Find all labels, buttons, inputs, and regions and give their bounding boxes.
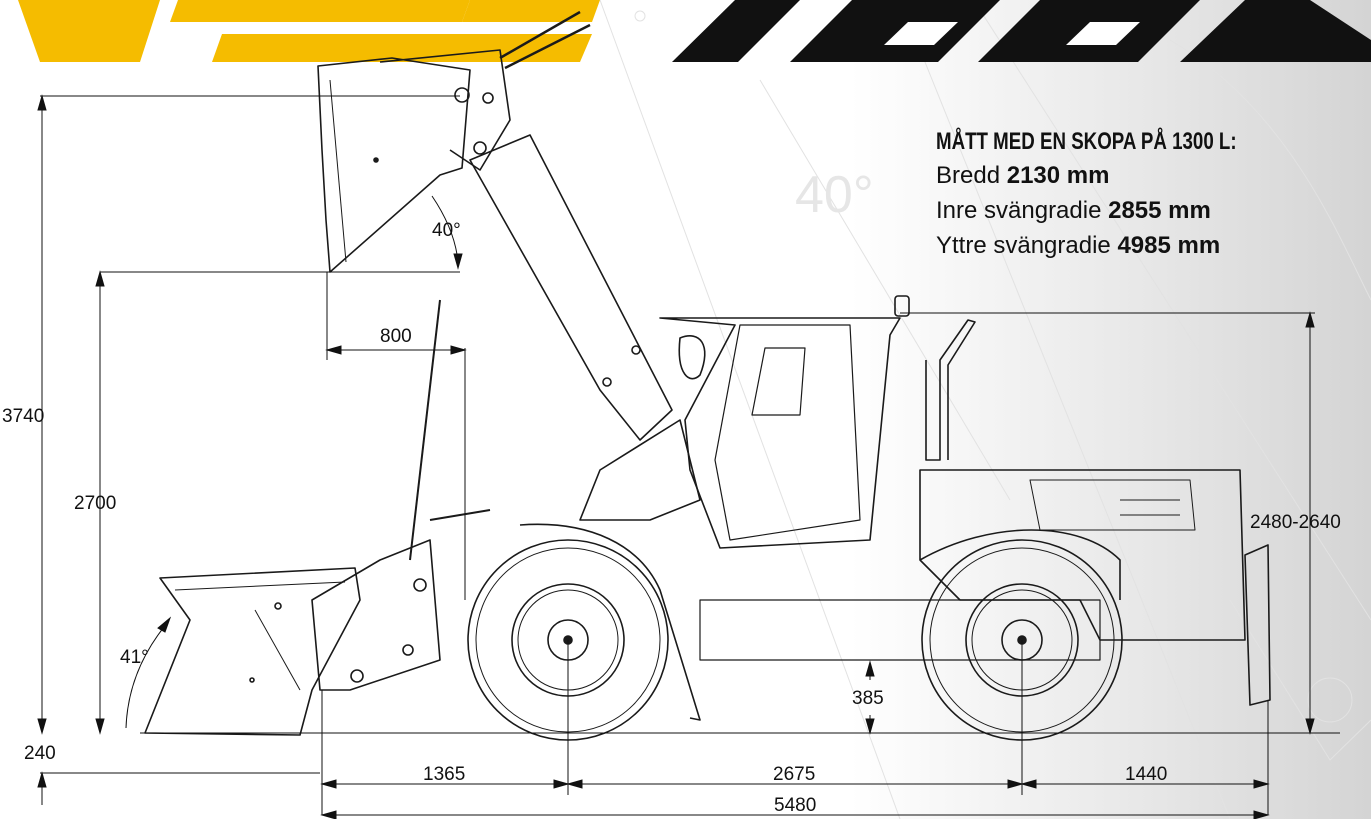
spec-width: Bredd 2130 mm (936, 158, 1321, 193)
engine-hood (919, 469, 1246, 641)
brand-logo (18, 0, 600, 62)
spec-inner-radius: Inre svängradie 2855 mm (936, 193, 1321, 228)
dimension-lines (37, 94, 1340, 819)
label-total-length: 5480 (774, 795, 816, 816)
label-dump-angle: 40° (432, 220, 461, 241)
logo-yellow-shape-4 (212, 34, 592, 62)
spec-heading: MÅTT MED EN SKOPA PÅ 1300 L: (936, 128, 1237, 155)
boom-arm (469, 134, 673, 441)
label-dump-height: 2700 (74, 493, 116, 514)
logo-yellow-shape-5 (462, 0, 600, 22)
label-dig-depth: 240 (24, 743, 56, 764)
upper-linkage (379, 49, 511, 171)
cab-window (751, 347, 806, 416)
logo-yellow-shape-1 (18, 0, 160, 62)
front-frame (579, 419, 701, 521)
front-fender (519, 523, 701, 721)
spec-panel: MÅTT MED EN SKOPA PÅ 1300 L: Bredd 2130 … (936, 128, 1321, 263)
spec-width-value: 2130 mm (1006, 162, 1110, 189)
background-construction-lines (599, 0, 1371, 819)
cab-outline (659, 317, 901, 549)
lower-linkage (311, 539, 441, 691)
spec-inner-radius-label: Inre svängradie (936, 197, 1109, 224)
chassis (699, 599, 1101, 661)
dimension-labels: 3740 2700 240 800 40° 41° 385 2480-2640 … (2, 220, 1341, 816)
raised-bucket (317, 57, 471, 273)
rear-hitch (1244, 544, 1271, 706)
spec-outer-radius: Yttre svängradie 4985 mm (936, 228, 1321, 263)
label-rollback-angle: 41° (120, 647, 149, 668)
cab-door (714, 324, 861, 541)
label-rear-overhang: 1440 (1125, 764, 1167, 785)
label-max-height: 3740 (2, 406, 44, 427)
spec-width-label: Bredd (936, 162, 1007, 189)
label-reach: 800 (380, 326, 412, 347)
label-cab-height: 2480-2640 (1250, 512, 1341, 533)
loader-drawing (144, 10, 1271, 741)
label-front-overhang: 1365 (423, 764, 465, 785)
exhaust-stack (925, 319, 976, 461)
spec-inner-radius-value: 2855 mm (1108, 197, 1211, 224)
spec-outer-radius-value: 4985 mm (1117, 232, 1221, 259)
lowered-bucket (144, 567, 361, 736)
watermark-angle: 40° (795, 166, 874, 224)
label-ground-clearance: 385 (852, 688, 884, 709)
rear-fender (919, 529, 1121, 600)
model-logo (672, 0, 1371, 62)
spec-outer-radius-label: Yttre svängradie (936, 232, 1118, 259)
logo-yellow-shape-3 (202, 0, 470, 22)
label-wheelbase: 2675 (773, 764, 815, 785)
